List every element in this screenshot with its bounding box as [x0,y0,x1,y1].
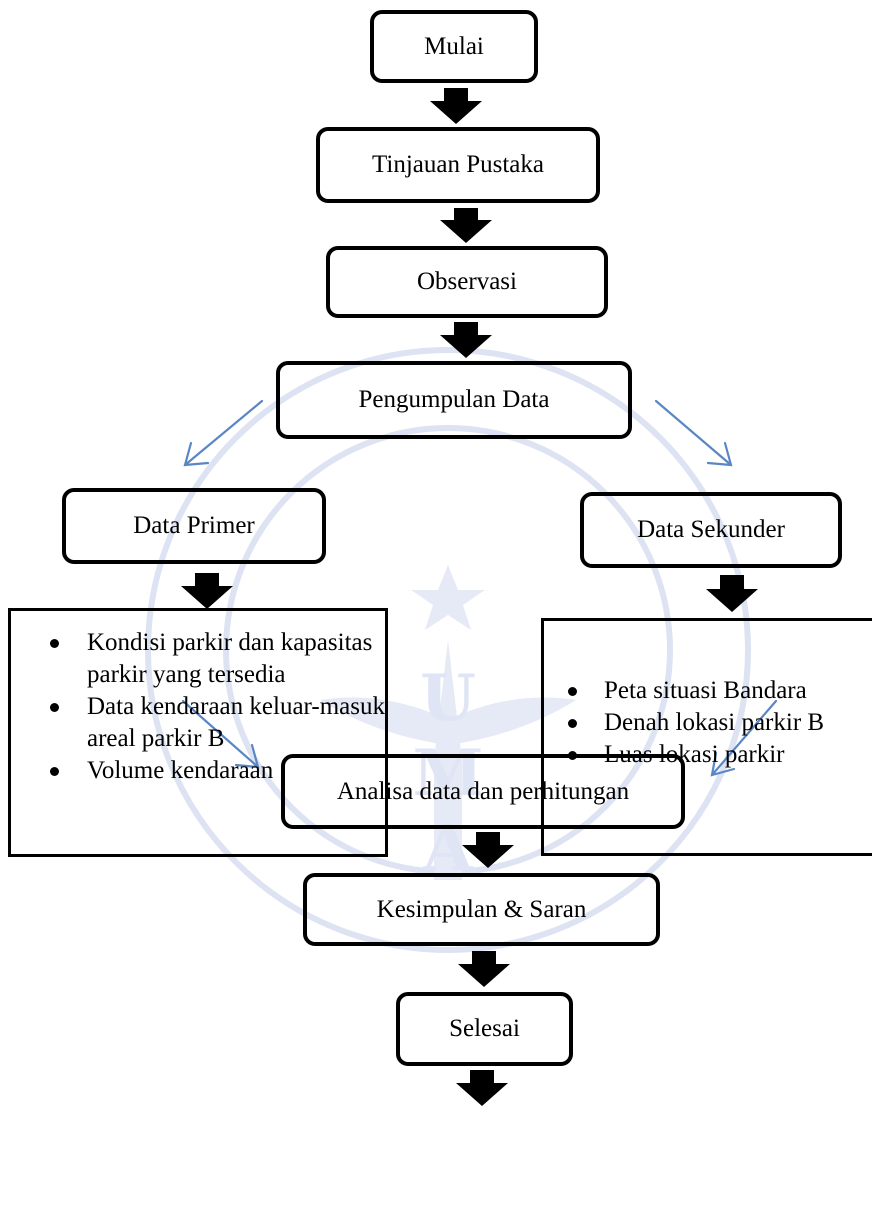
thin-arrow-right [654,399,733,467]
block-arrow-6 [462,832,514,868]
thin-arrow-secondary-analysis [710,699,778,777]
svg-text:M: M [413,736,484,811]
block-arrow-3 [440,322,492,358]
primary-item: Volume kendaraan [11,755,385,787]
analysis-label: Analisa data dan perhitungan [336,777,630,805]
start-label: Mulai [424,32,484,60]
start-box: Mulai [370,10,538,83]
block-arrow-5 [706,575,758,612]
data-collection-label: Pengumpulan Data [358,386,550,413]
block-arrow-1 [430,88,482,124]
block-arrow-2 [440,208,492,243]
block-arrow-7 [458,951,510,987]
observation-label: Observasi [417,268,517,295]
observation-box: Observasi [326,246,608,318]
block-arrow-8 [456,1070,508,1106]
end-label: Selesai [449,1015,520,1042]
secondary-item: Peta situasi Bandara [544,675,872,707]
conclusion-box: Kesimpulan & Saran [303,873,660,946]
conclusion-label: Kesimpulan & Saran [376,895,587,923]
svg-text:U: U [420,661,476,736]
primary-item: Data kendaraan keluar-masuk areal parkir… [11,691,385,755]
block-arrow-4 [181,573,233,609]
primary-data-list: Kondisi parkir dan kapasitas parkir yang… [8,608,388,857]
end-box: Selesai [396,992,573,1066]
thin-arrow-primary-analysis [181,699,260,769]
secondary-item: Denah lokasi parkir B [544,707,872,739]
literature-review-box: Tinjauan Pustaka [316,127,600,203]
literature-review-label: Tinjauan Pustaka [372,151,544,178]
secondary-data-label: Data Sekunder [637,516,785,543]
thin-arrow-left [183,399,264,467]
data-collection-box: Pengumpulan Data [276,361,632,439]
secondary-data-box: Data Sekunder [580,492,842,568]
analysis-box: Analisa data dan perhitungan [281,754,685,829]
primary-data-box: Data Primer [62,488,326,564]
primary-data-label: Data Primer [133,512,255,539]
primary-item: Kondisi parkir dan kapasitas parkir yang… [11,627,385,691]
